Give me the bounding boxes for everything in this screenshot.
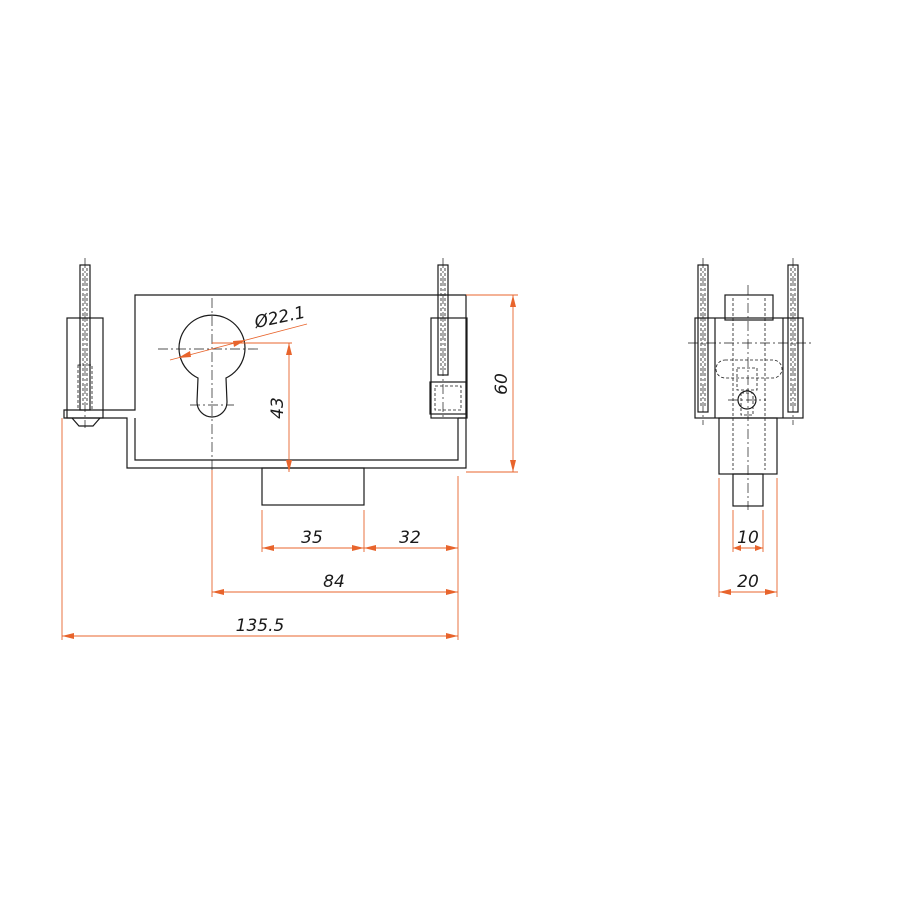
right-mount-block bbox=[430, 317, 468, 419]
dim-label-20: 20 bbox=[737, 572, 759, 592]
dimension-labels: Ø22.1 60 43 35 32 84 135.5 10 20 bbox=[236, 303, 759, 636]
dimension-lines bbox=[61, 294, 778, 640]
dim-label-35: 35 bbox=[301, 528, 323, 548]
side-view bbox=[688, 258, 812, 510]
lock-body-inner bbox=[134, 418, 459, 461]
dim-label-135-5: 135.5 bbox=[236, 616, 285, 636]
front-view bbox=[63, 258, 468, 506]
dim-label-84: 84 bbox=[323, 572, 345, 592]
dim-label-32: 32 bbox=[399, 528, 421, 548]
dim-label-diameter: Ø22.1 bbox=[252, 303, 307, 333]
dim-label-60: 60 bbox=[492, 373, 512, 395]
lock-body-outline bbox=[63, 294, 467, 469]
side-top-block bbox=[724, 294, 774, 321]
dim-label-10: 10 bbox=[737, 528, 759, 548]
latch-bolt bbox=[261, 467, 365, 506]
dim-label-43: 43 bbox=[268, 397, 288, 419]
